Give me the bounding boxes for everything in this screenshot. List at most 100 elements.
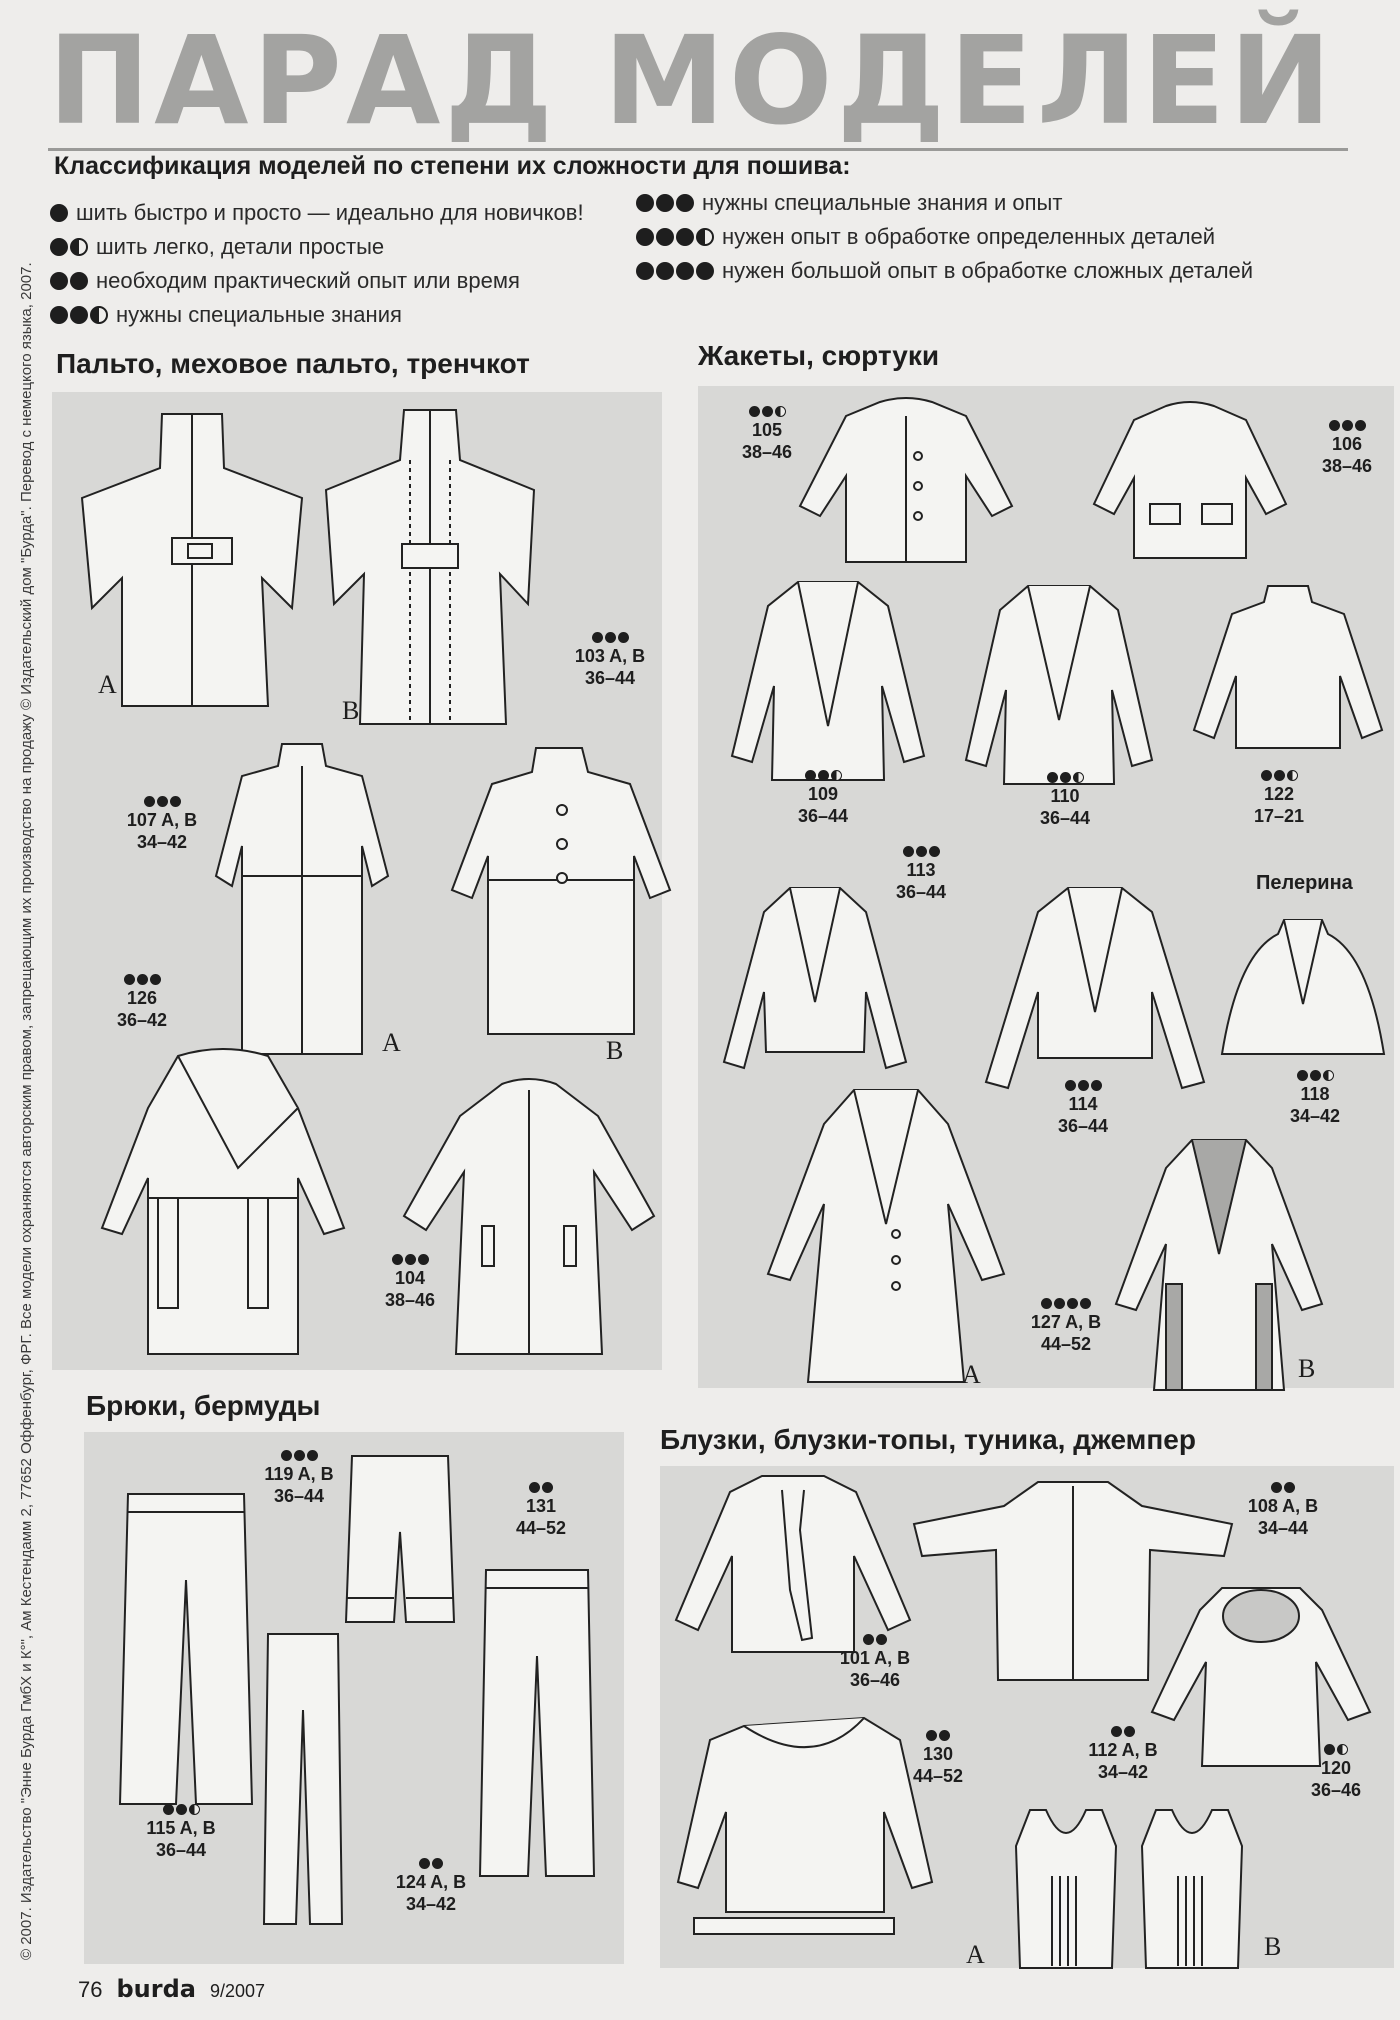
item-sizes: 34–42 (136, 832, 188, 852)
item-label-110: 110 36–44 (1030, 772, 1100, 829)
jacket-sketch (982, 882, 1208, 1092)
difficulty-dots-icon (636, 194, 694, 212)
item-label-104: 104 38–46 (370, 1254, 450, 1311)
difficulty-dots-icon (636, 262, 714, 280)
copyright-note: © 2007. Издательство "Энне Бурда ГмбХ и … (18, 262, 35, 1960)
item-label-105: 105 38–46 (732, 406, 802, 463)
page-title: ПАРАД МОДЕЛЕЙ (48, 10, 1336, 152)
item-sizes: 36–46 (1310, 1780, 1362, 1800)
item-label-109: 109 36–44 (788, 770, 858, 827)
item-number: 124 A, B (395, 1872, 467, 1892)
item-number: 118 (1300, 1084, 1330, 1104)
difficulty-legend-right: нужны специальные знания и опыт нужен оп… (636, 186, 1253, 288)
item-number: 115 A, B (146, 1818, 216, 1838)
coat-sketch (320, 404, 540, 726)
item-label-114: 114 36–44 (1048, 1080, 1118, 1137)
item-number: 107 A, B (126, 810, 198, 830)
trousers-sketch (262, 1630, 344, 1926)
item-number: 109 (807, 784, 839, 804)
item-number: 130 (922, 1744, 954, 1764)
difficulty-dots-icon (50, 238, 88, 256)
trousers-sketch (478, 1566, 596, 1878)
item-number: 113 (906, 860, 936, 880)
variant-letter: B (342, 696, 360, 725)
item-sizes: 36–44 (895, 882, 947, 902)
difficulty-dots-icon (1244, 770, 1314, 781)
item-label-127: 127 A, B 44–52 (1018, 1298, 1114, 1355)
difficulty-dots-icon (112, 796, 212, 807)
difficulty-dots-icon (102, 974, 182, 985)
item-label-126: 126 36–42 (102, 974, 182, 1031)
item-label-124: 124 A, B 34–42 (386, 1858, 476, 1915)
item-number: 120 (1320, 1758, 1352, 1778)
trousers-sketch (118, 1490, 254, 1806)
difficulty-dots-icon (1018, 1298, 1114, 1309)
item-sizes: 36–44 (155, 1840, 207, 1860)
sweater-sketch (1148, 1582, 1374, 1768)
difficulty-dots-icon (1030, 772, 1100, 783)
item-label-131: 131 44–52 (506, 1482, 576, 1539)
difficulty-dots-icon (136, 1804, 226, 1815)
item-label-113: 113 36–44 (886, 846, 956, 903)
item-label-120: 120 36–46 (1304, 1744, 1368, 1801)
variant-letter: A (962, 1360, 981, 1389)
jacket-sketch (796, 396, 1016, 564)
item-sizes: 34–42 (1097, 1762, 1149, 1782)
item-number: 101 A, B (839, 1648, 911, 1668)
legend-row: нужны специальные знания (50, 298, 584, 332)
legend-text: нужен большой опыт в обработке сложных д… (722, 258, 1254, 283)
page-footer: 76 burda 9/2007 (78, 1975, 265, 2003)
legend-row: нужен большой опыт в обработке сложных д… (636, 254, 1253, 288)
pelerina-label: Пелерина (1256, 872, 1353, 894)
brand-logo: burda (116, 1975, 196, 2003)
legend-text: шить быстро и просто — идеально для нови… (76, 200, 584, 225)
variant-letter: B (606, 1036, 624, 1065)
variant-letter: A (98, 670, 117, 699)
item-number: 103 A, B (574, 646, 646, 666)
item-number: 119 A, B (264, 1464, 334, 1484)
item-sizes: 36–44 (584, 668, 636, 688)
title-rule (48, 148, 1348, 151)
variant-letter: B (1264, 1932, 1282, 1961)
legend-row: шить быстро и просто — идеально для нови… (50, 196, 584, 230)
coat-sketch (72, 408, 312, 708)
classification-heading: Классификация моделей по степени их слож… (54, 152, 851, 180)
section-heading-blouses: Блузки, блузки-топы, туника, джемпер (660, 1424, 1196, 1455)
legend-text: шить легко, детали простые (96, 234, 385, 259)
item-number: 131 (525, 1496, 557, 1516)
difficulty-dots-icon (886, 846, 956, 857)
difficulty-dots-icon (1304, 1744, 1368, 1755)
long-jacket-sketch (764, 1084, 1008, 1386)
item-label-103: 103 A, B 36–44 (570, 632, 650, 689)
long-jacket-sketch (1112, 1134, 1326, 1394)
item-sizes: 17–21 (1253, 806, 1305, 826)
legend-row: нужен опыт в обработке определенных дета… (636, 220, 1253, 254)
variant-letter: A (382, 1028, 401, 1057)
item-sizes: 34–42 (1289, 1106, 1341, 1126)
item-number: 106 (1331, 434, 1363, 454)
legend-text: нужны специальные знания (116, 302, 402, 327)
difficulty-dots-icon (1238, 1482, 1328, 1493)
difficulty-dots-icon (570, 632, 650, 643)
page-number: 76 (78, 1977, 103, 2002)
legend-row: шить легко, детали простые (50, 230, 584, 264)
item-label-118: 118 34–42 (1280, 1070, 1350, 1127)
difficulty-dots-icon (386, 1858, 476, 1869)
difficulty-legend-left: шить быстро и просто — идеально для нови… (50, 196, 584, 332)
difficulty-dots-icon (254, 1450, 344, 1461)
difficulty-dots-icon (1078, 1726, 1168, 1737)
section-heading-trousers: Брюки, бермуды (86, 1390, 321, 1421)
dress-coat-sketch (212, 736, 392, 1056)
item-number: 104 (394, 1268, 426, 1288)
legend-text: нужны специальные знания и опыт (702, 190, 1063, 215)
item-sizes: 36–44 (1039, 808, 1091, 828)
dress-coat-sketch (444, 740, 674, 1036)
tunic-sketch (674, 1712, 936, 1938)
item-label-107: 107 A, B 34–42 (112, 796, 212, 853)
difficulty-dots-icon (506, 1482, 576, 1493)
bermuda-shorts-sketch (344, 1452, 456, 1624)
item-label-108: 108 A, B 34–44 (1238, 1482, 1328, 1539)
difficulty-dots-icon (370, 1254, 450, 1265)
difficulty-dots-icon (1048, 1080, 1118, 1091)
